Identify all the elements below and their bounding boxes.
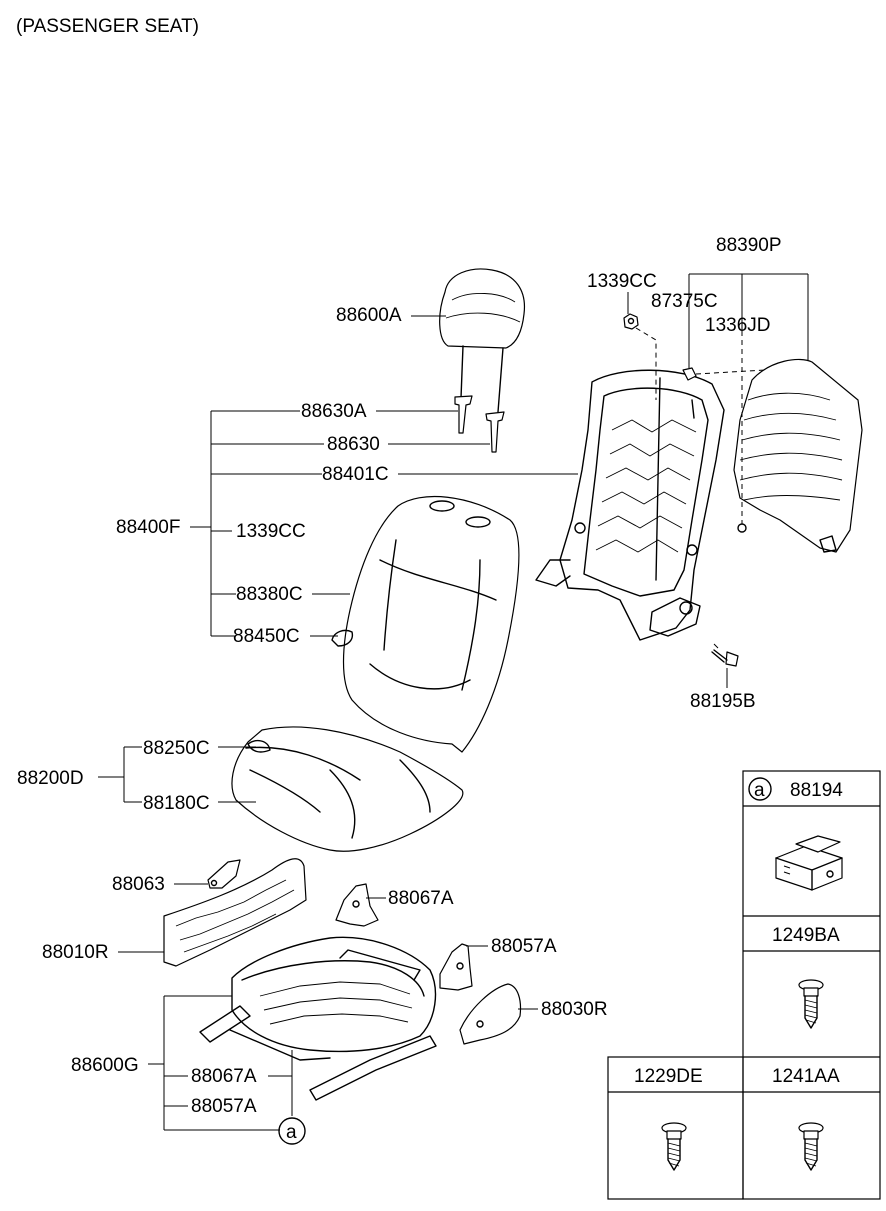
seat-frame-icon <box>199 936 437 1101</box>
side-shield-icon <box>163 858 307 967</box>
label-88600g: 88600G <box>71 1055 139 1076</box>
label-88630: 88630 <box>327 434 380 455</box>
table-cell-1241aa: 1241AA <box>772 1066 840 1087</box>
headrest-icon <box>439 268 526 413</box>
label-88057a-bot: 88057A <box>191 1096 257 1117</box>
bracket-icon <box>335 883 379 927</box>
nut-icon <box>623 313 639 330</box>
bracket-icon <box>439 943 473 991</box>
leader-88390p <box>688 273 809 368</box>
label-88250c: 88250C <box>143 738 210 759</box>
screw-icon <box>661 1122 687 1171</box>
connector-block-icon <box>775 835 843 891</box>
screw-icon <box>798 1122 824 1171</box>
table-callout-circle <box>748 777 772 801</box>
label-88010r: 88010R <box>42 942 109 963</box>
label-88067a-top: 88067A <box>388 888 454 909</box>
bolt-icon <box>711 643 739 667</box>
table-cell-1249ba: 1249BA <box>772 925 840 946</box>
callout-circle <box>278 1117 306 1145</box>
leader-1339cc-dash <box>635 327 657 400</box>
label-1339cc-top: 1339CC <box>587 271 657 292</box>
leader-88600g <box>148 995 293 1131</box>
label-88390p: 88390P <box>716 235 782 256</box>
label-88450c: 88450C <box>233 626 300 647</box>
callout-a: a <box>286 1122 297 1143</box>
label-87375c: 87375C <box>651 291 718 312</box>
side-cover-icon <box>459 983 522 1045</box>
label-1336jd: 1336JD <box>705 315 771 336</box>
label-88030r: 88030R <box>541 999 608 1020</box>
table-callout-a: a <box>754 780 765 801</box>
leader-88400f <box>190 410 578 637</box>
label-88400f: 88400F <box>116 517 180 538</box>
label-88180c: 88180C <box>143 793 210 814</box>
seat-cushion-icon <box>231 726 464 852</box>
label-88630a: 88630A <box>301 401 367 422</box>
seatback-frame-icon <box>535 369 725 641</box>
label-88057a-top: 88057A <box>491 936 557 957</box>
headrest-guide-icon <box>454 395 505 453</box>
seatback-cushion-icon <box>331 495 520 753</box>
table-cell-88194: 88194 <box>790 780 843 801</box>
label-88195b: 88195B <box>690 691 756 712</box>
label-88380c: 88380C <box>236 584 303 605</box>
label-88067a-bot: 88067A <box>191 1066 257 1087</box>
label-88200d: 88200D <box>17 768 84 789</box>
screw-icon <box>798 979 824 1029</box>
label-88401c: 88401C <box>322 464 389 485</box>
table-cell-1229de: 1229DE <box>634 1066 703 1087</box>
label-1339cc-mid: 1339CC <box>236 521 306 542</box>
clip-icon <box>682 367 697 381</box>
leader-88200d <box>98 746 256 803</box>
fastener-table <box>607 770 881 1200</box>
label-88063: 88063 <box>112 874 165 895</box>
bracket-icon <box>207 859 241 889</box>
diagram-title: (PASSENGER SEAT) <box>16 16 199 37</box>
back-board-icon <box>733 340 863 553</box>
label-88600a: 88600A <box>336 305 402 326</box>
